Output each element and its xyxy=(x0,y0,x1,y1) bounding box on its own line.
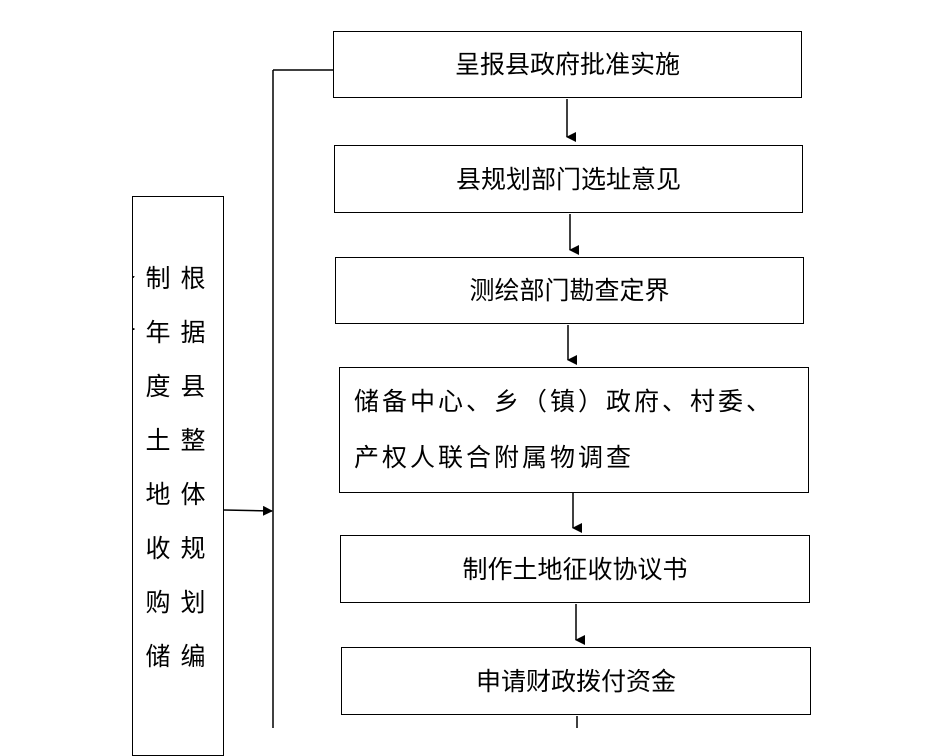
flow-connectors xyxy=(223,69,585,728)
step-apply-funds: 申请财政拨付资金 xyxy=(341,647,811,715)
side-note-box: 根据县整体规划编制年度土地收购储备计 xyxy=(132,196,224,756)
step-submit-to-government: 呈报县政府批准实施 xyxy=(333,31,802,98)
step-land-agreement: 制作土地征收协议书 xyxy=(340,535,810,603)
side-note-text: 根据县整体规划编制年度土地收购储备计 xyxy=(133,265,206,697)
step-survey-demarcation: 测绘部门勘查定界 xyxy=(335,257,804,324)
step-joint-investigation: 储备中心、乡（镇）政府、村委、产权人联合附属物调查 xyxy=(339,367,809,493)
step-planning-site-opinion: 县规划部门选址意见 xyxy=(334,145,803,213)
side-note-arrow xyxy=(223,505,273,516)
